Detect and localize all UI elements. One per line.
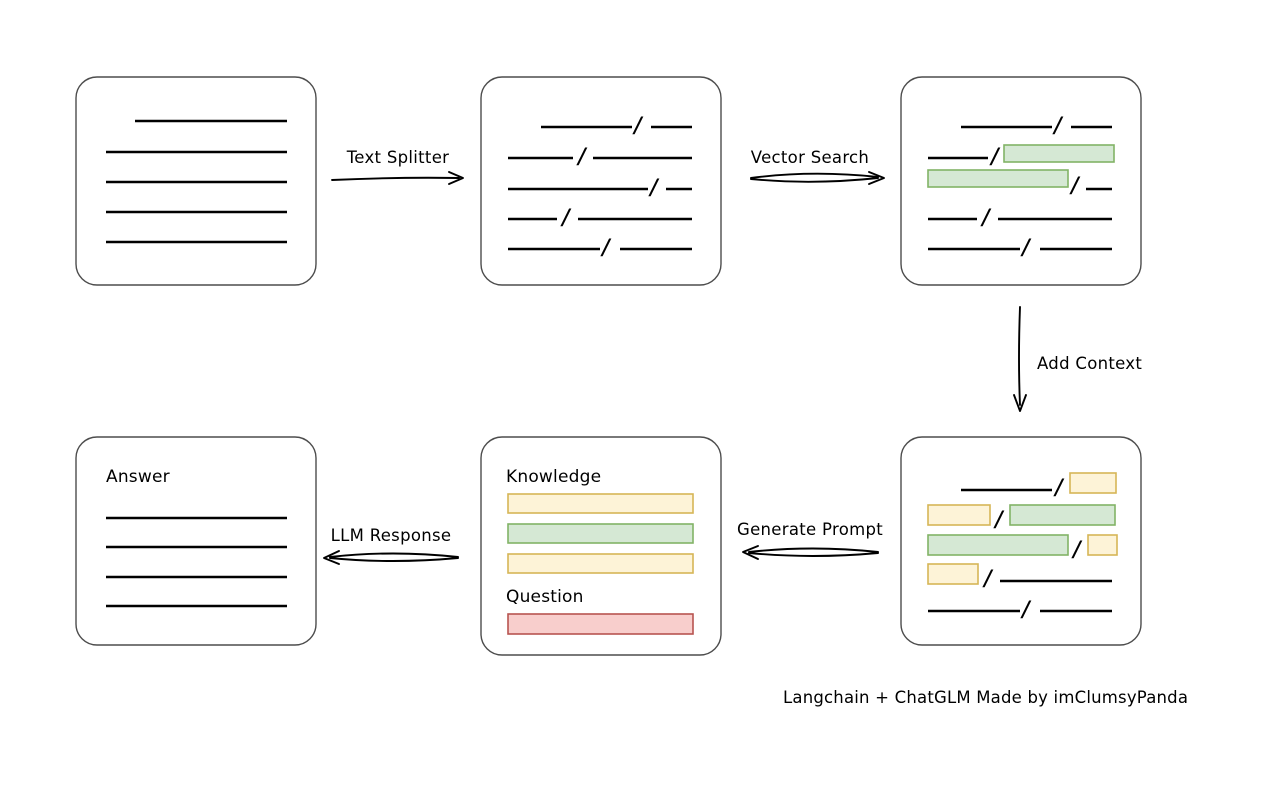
context-highlight-yellow-1 [1069, 472, 1117, 494]
edge-vector-search: Vector Search [750, 148, 885, 185]
context-document-lines: / / / / / [927, 472, 1118, 621]
knowledge-chunk-green-1 [507, 523, 694, 544]
svg-text:/: / [982, 565, 994, 590]
svg-text:/: / [1053, 474, 1065, 499]
edge-label-generate-prompt: Generate Prompt [737, 520, 883, 539]
context-highlight-green-2 [927, 534, 1069, 556]
svg-text:/: / [1069, 172, 1081, 197]
source-document-lines [106, 119, 287, 244]
matched-highlight-green-2 [927, 169, 1069, 188]
node-prompt-box[interactable]: Knowledge Question [480, 436, 722, 656]
context-highlight-green-1 [1009, 504, 1116, 526]
context-highlight-yellow-2 [927, 504, 991, 526]
edge-add-context: Add Context [1013, 306, 1142, 412]
svg-text:/: / [600, 234, 612, 259]
answer-box[interactable] [75, 436, 317, 646]
svg-text:/: / [1020, 596, 1032, 621]
answer-heading: Answer [106, 467, 170, 487]
svg-text:/: / [980, 204, 992, 229]
svg-text:/: / [993, 506, 1005, 531]
node-matched-document[interactable]: / / / / / [900, 76, 1142, 286]
prompt-box[interactable] [480, 436, 722, 656]
node-answer-box[interactable]: Answer [75, 436, 317, 646]
node-context-document[interactable]: / / / / / [900, 436, 1142, 646]
edge-text-splitter: Text Splitter [331, 148, 464, 185]
edge-label-vector-search: Vector Search [751, 148, 869, 167]
edge-label-add-context: Add Context [1037, 354, 1142, 373]
knowledge-heading: Knowledge [506, 467, 601, 487]
svg-text:/: / [632, 112, 644, 137]
node-split-document[interactable]: / / / / / [480, 76, 722, 286]
svg-text:/: / [576, 143, 588, 168]
svg-text:/: / [1020, 234, 1032, 259]
question-heading: Question [506, 587, 584, 607]
answer-box-lines [106, 516, 287, 608]
svg-text:/: / [648, 174, 660, 199]
split-document-lines: / / / / / [508, 112, 692, 259]
knowledge-chunk-yellow-1 [507, 493, 694, 514]
svg-text:/: / [560, 204, 572, 229]
context-highlight-yellow-4 [927, 563, 979, 585]
node-source-document[interactable] [75, 76, 317, 286]
question-chunk-red [507, 613, 694, 635]
split-document-box[interactable] [480, 76, 722, 286]
matched-highlight-green-1 [1003, 144, 1115, 163]
context-highlight-yellow-3 [1087, 534, 1118, 556]
svg-text:/: / [989, 143, 1001, 168]
svg-text:/: / [1052, 112, 1064, 137]
edge-label-llm-response: LLM Response [331, 526, 452, 545]
edge-llm-response: LLM Response [323, 526, 459, 565]
svg-text:/: / [1071, 536, 1083, 561]
footer-credit: Langchain + ChatGLM Made by imClumsyPand… [783, 688, 1188, 707]
edge-label-text-splitter: Text Splitter [346, 148, 450, 167]
matched-document-lines: / / / / / [927, 112, 1115, 259]
edge-generate-prompt: Generate Prompt [737, 520, 883, 560]
knowledge-chunk-yellow-2 [507, 553, 694, 574]
